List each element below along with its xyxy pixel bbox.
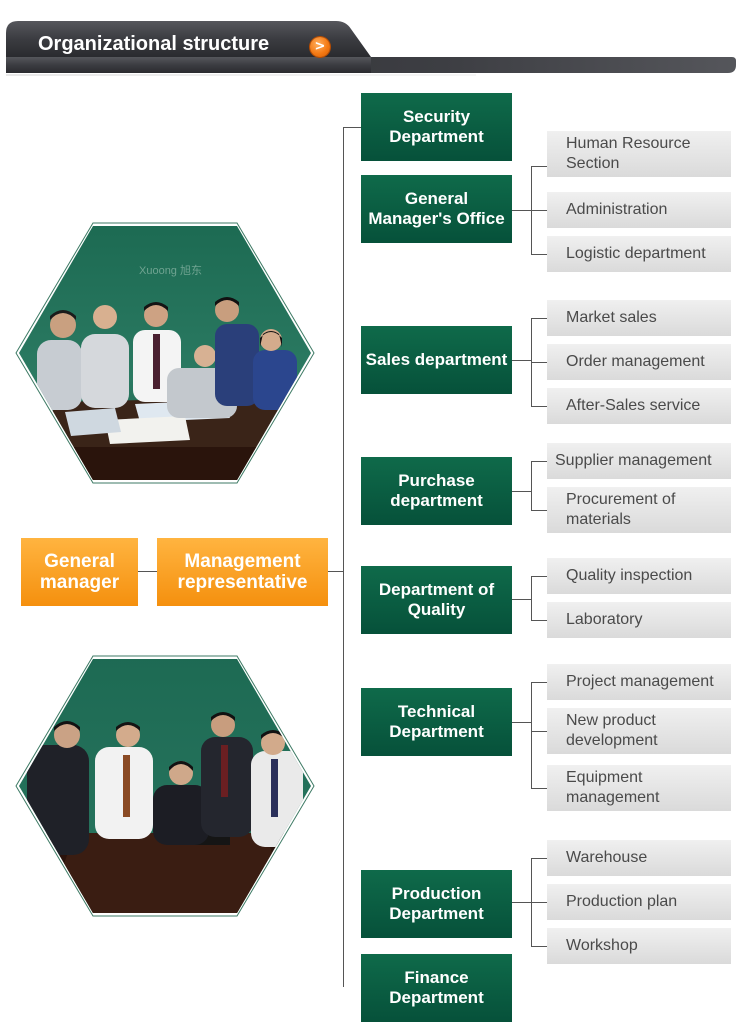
dept-security: Security Department (361, 93, 512, 161)
arrow-right-icon[interactable]: > (310, 37, 330, 57)
dept-finance: Finance Department (361, 954, 512, 1022)
dept-purchase: Purchase department (361, 457, 512, 525)
connector-purchase-1 (531, 461, 547, 462)
bracket-quality (531, 576, 532, 621)
connector-office-2 (531, 210, 547, 211)
bracket-purchase (531, 461, 532, 511)
section-human-resource: Human Resource Section (547, 131, 731, 177)
connector-sales-2 (531, 362, 547, 363)
section-quality-inspection: Quality inspection (547, 558, 731, 594)
header-underline (6, 74, 476, 76)
photo-watermark: Xuoong 旭东 (139, 263, 202, 277)
section-laboratory: Laboratory (547, 602, 731, 638)
connector-office-1 (531, 166, 547, 167)
connector-technical-stub (512, 722, 532, 723)
connector-purchase-stub (512, 491, 532, 492)
section-workshop: Workshop (547, 928, 731, 964)
connector-office-stub (512, 210, 532, 211)
dept-quality: Department of Quality (361, 566, 512, 634)
title-tab-shape (6, 21, 736, 73)
connector-quality-2 (531, 620, 547, 621)
section-project-management: Project management (547, 664, 731, 700)
section-procurement: Procurement of materials (547, 487, 731, 533)
dept-production: Production Department (361, 870, 512, 938)
general-manager-box: General manager (21, 538, 138, 606)
connector-technical-3 (531, 788, 547, 789)
bracket-technical (531, 682, 532, 789)
section-warehouse: Warehouse (547, 840, 731, 876)
section-equipment: Equipment management (547, 765, 731, 811)
page-title: Organizational structure (38, 33, 270, 55)
connector-technical-2 (531, 731, 547, 732)
section-market-sales: Market sales (547, 300, 731, 336)
connector-gm-to-rep (138, 571, 157, 572)
connector-technical-1 (531, 682, 547, 683)
connector-sales-1 (531, 318, 547, 319)
connector-production-1 (531, 858, 547, 859)
connector-production-3 (531, 946, 547, 947)
team-photo-engineers: Xuoong 旭东 (15, 222, 315, 484)
connector-office-3 (531, 254, 547, 255)
trunk-line (343, 127, 344, 987)
connector-quality-1 (531, 576, 547, 577)
section-order-management: Order management (547, 344, 731, 380)
section-after-sales: After-Sales service (547, 388, 731, 424)
team-photo-managers (15, 655, 315, 917)
dept-general-managers-office: General Manager's Office (361, 175, 512, 243)
section-logistic: Logistic department (547, 236, 731, 272)
connector-purchase-2 (531, 510, 547, 511)
connector-quality-stub (512, 599, 532, 600)
section-administration: Administration (547, 192, 731, 228)
section-new-product: New product development (547, 708, 731, 754)
section-production-plan: Production plan (547, 884, 731, 920)
management-representative-box: Management representative (157, 538, 328, 606)
section-supplier-management: Supplier management (547, 443, 731, 479)
connector-production-stub (512, 902, 532, 903)
connector-sales-stub (512, 360, 532, 361)
connector-rep-to-trunk (328, 571, 344, 572)
connector-production-2 (531, 902, 547, 903)
connector-sales-3 (531, 406, 547, 407)
header-bar: Organizational structure > (0, 0, 750, 80)
dept-sales: Sales department (361, 326, 512, 394)
dept-technical: Technical Department (361, 688, 512, 756)
connector-trunk-security (343, 127, 361, 128)
